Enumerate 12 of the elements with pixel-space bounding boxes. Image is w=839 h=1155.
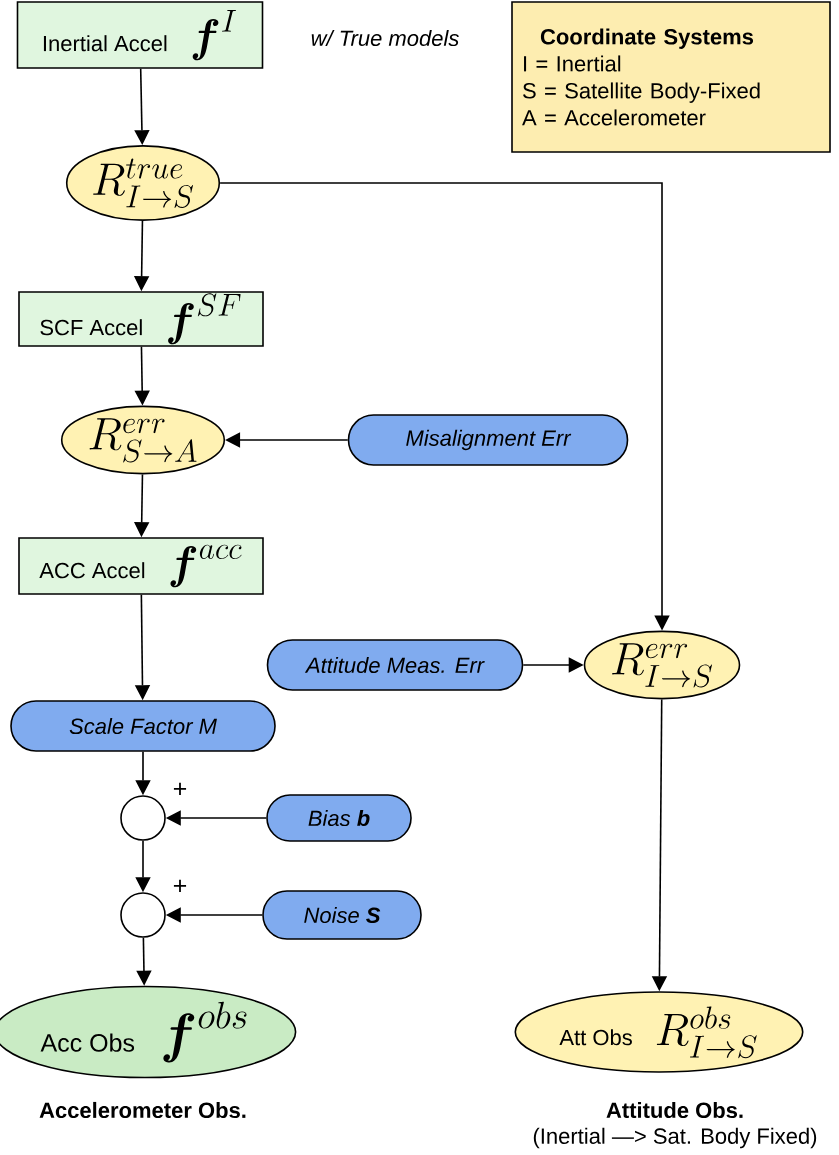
plus-sign: + — [173, 879, 187, 893]
plus-sign: + — [173, 782, 187, 796]
process-box: SCF Accel $\boldsymbol{f}^{SF}$ — [18, 291, 264, 347]
note: w/ True models — [311, 29, 459, 47]
process-box: ACC Accel $\boldsymbol{f}^{acc}$ — [18, 537, 264, 595]
summing-junction — [120, 892, 166, 938]
caption: (Inertial —> Sat. Body Fixed) — [533, 1127, 817, 1149]
caption: Attitude Obs. — [606, 1101, 743, 1119]
caption: Accelerometer Obs. — [39, 1101, 246, 1119]
summing-junction — [120, 795, 166, 841]
legend-box: Coordinate Systems I = Inertial S = Satellite Body-Fixed A = Accelerometer — [511, 1, 831, 153]
process-box: Inertial Accel $\boldsymbol{f}^{I}$ — [16, 1, 264, 69]
